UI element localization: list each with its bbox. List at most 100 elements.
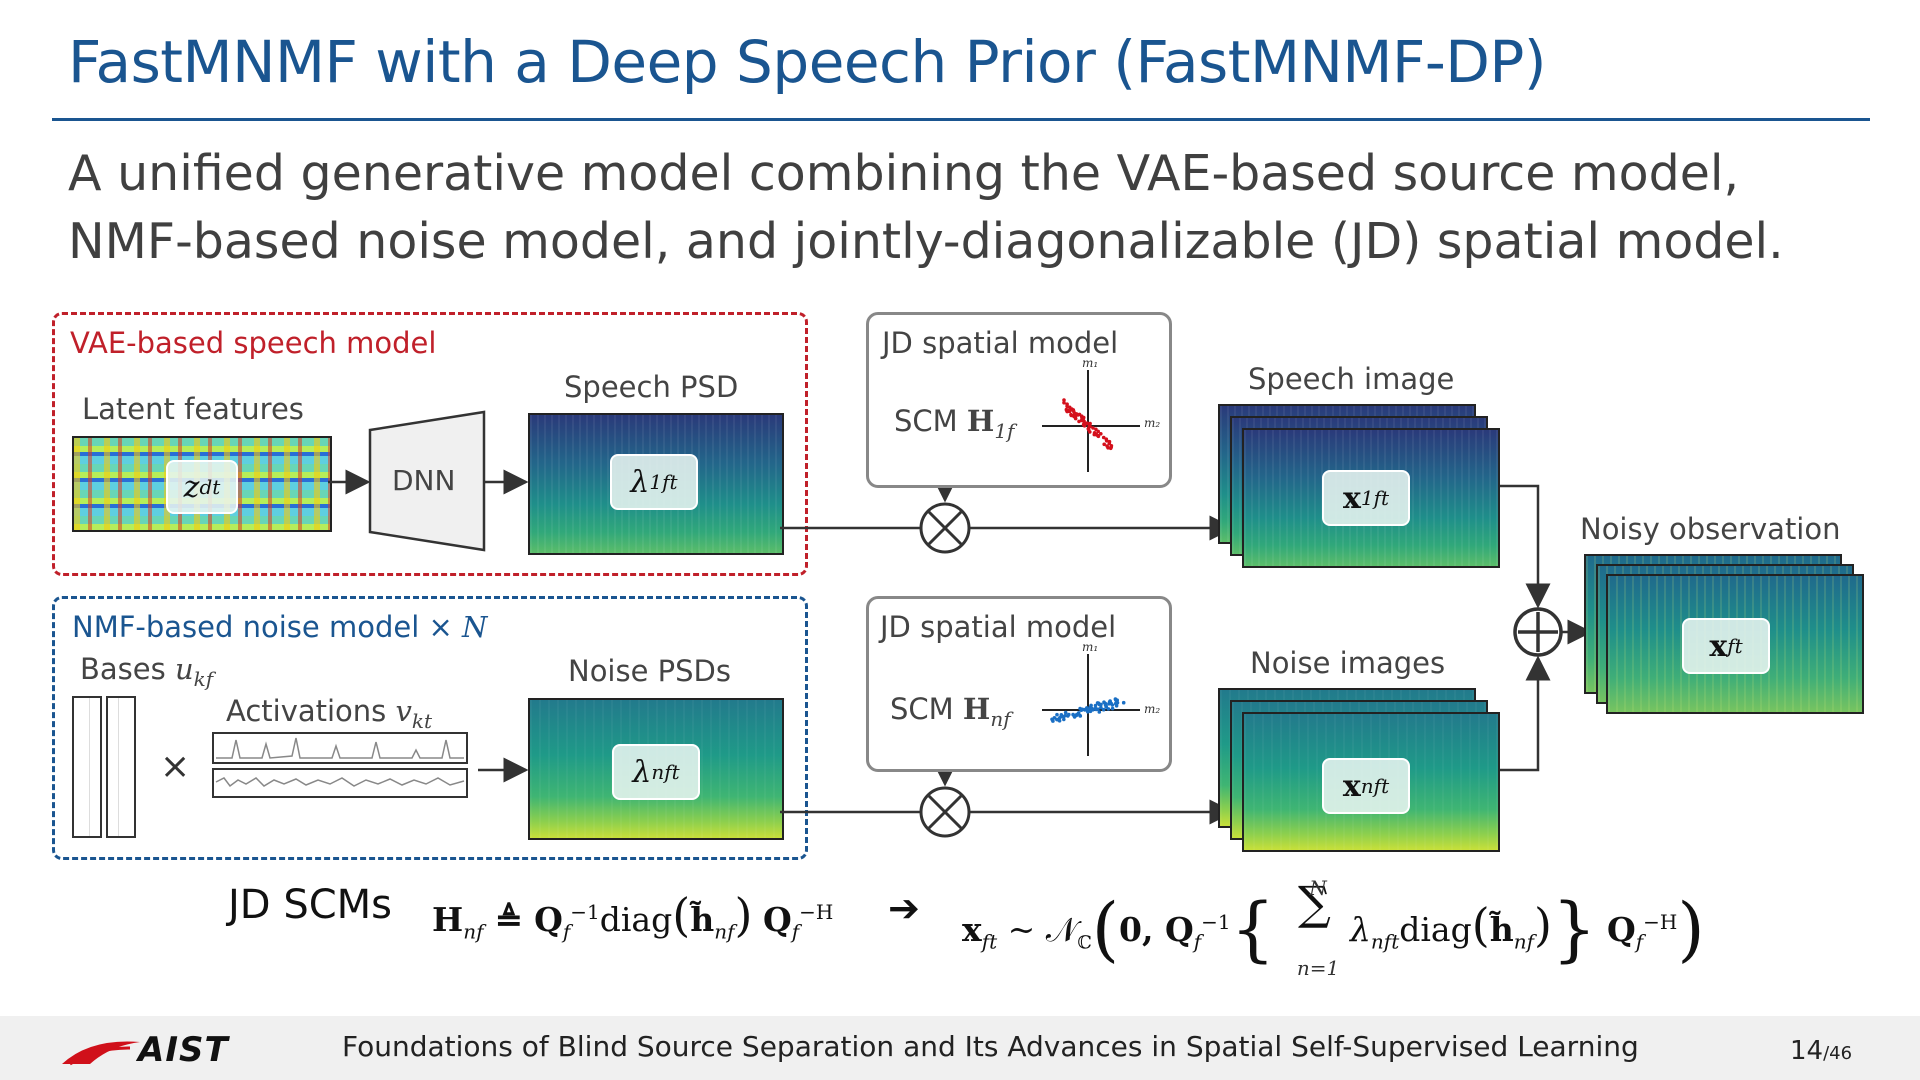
speech-model-box: [52, 312, 808, 576]
scatter-point: [1072, 715, 1077, 719]
scatter-point: [1072, 409, 1076, 414]
scatter-point: [1058, 716, 1062, 720]
scatter-point: [1093, 703, 1098, 708]
speech-image-symbol-sub: 1ft: [1360, 486, 1390, 510]
scatter-point: [1094, 432, 1099, 437]
page-number: 14/46: [1790, 1036, 1852, 1066]
scatter-point: [1064, 407, 1069, 412]
noise-image-symbol-main: x: [1342, 768, 1361, 804]
eq-x-sub: ft: [981, 929, 998, 954]
eq-q2-sub: f: [791, 919, 800, 944]
scatter-point: [1084, 421, 1089, 426]
scatter-point: [1055, 717, 1059, 722]
bases-label: Bases ukf: [80, 652, 213, 691]
scatter-point: [1121, 700, 1126, 705]
scatter-point: [1101, 707, 1106, 712]
equation-generative: xft ~ 𝒩ℂ(0, Qf−1{: [962, 888, 1276, 970]
eq-sum-bottom: n=1: [1296, 956, 1340, 980]
aist-logo-swoosh: [62, 1041, 140, 1066]
speech-model-label: VAE-based speech model: [70, 326, 437, 360]
spatial-bottom-scatter: [1042, 654, 1140, 756]
spatial-top-scm: SCM H1f: [894, 404, 1014, 443]
scatter-point: [1091, 426, 1095, 430]
times-symbol: ×: [160, 746, 191, 787]
latent-symbol-main: z: [183, 469, 200, 505]
speech-psd-symbol-sub: 1ft: [649, 470, 678, 494]
eq-def-sup: −1: [570, 900, 600, 924]
footer-text: Foundations of Blind Source Separation a…: [342, 1030, 1639, 1063]
bases-label-text: Bases: [80, 652, 175, 686]
page-total: /46: [1823, 1043, 1853, 1064]
basis-vector-1: [72, 696, 102, 838]
speech-image-label: Speech image: [1248, 362, 1455, 396]
scatter-point: [1062, 400, 1066, 405]
eq-lhs: H: [432, 900, 464, 939]
noise-model-label-text: NMF-based noise model ×: [72, 610, 462, 644]
noise-psd-symbol-main: λ: [632, 754, 652, 790]
scatter-point: [1073, 416, 1078, 421]
activation-row-2: [212, 768, 468, 798]
eq-h-tilde: h̃: [690, 900, 715, 939]
spatial-top-scm-symbol: H: [966, 404, 995, 438]
scatter-point: [1101, 435, 1106, 440]
activations-label: Activations vkt: [226, 694, 432, 733]
scatter-point: [1077, 412, 1082, 417]
page-title: FastMNMF with a Deep Speech Prior (FastM…: [68, 28, 1547, 96]
activation-row-1: [212, 732, 468, 764]
activations-sub: kt: [411, 708, 433, 733]
spatial-bottom-axis-y: m₁: [1082, 640, 1099, 654]
equation-sum-body: λnftdiag(h̃nf)} Qf−H): [1350, 888, 1705, 970]
noise-model-label: NMF-based noise model × N: [72, 610, 487, 644]
eq-q3-sub: f: [1635, 929, 1644, 954]
scatter-point: [1107, 439, 1112, 444]
eq-q2: Q: [762, 900, 792, 939]
footer-bar: [0, 1016, 1920, 1080]
noise-model-box: [52, 596, 808, 860]
scatter-point: [1078, 713, 1082, 718]
dnn-block: [368, 410, 486, 552]
equation-arrow: ➔: [888, 886, 920, 930]
scatter-point: [1096, 701, 1101, 705]
spatial-bottom-axis-x: m₂: [1144, 702, 1161, 716]
spatial-bottom-title: JD spatial model: [880, 610, 1117, 644]
observation-symbol-main: x: [1709, 628, 1728, 664]
noise-image-label: Noise images: [1250, 646, 1446, 680]
scatter-point: [1089, 703, 1093, 708]
eq-h2-tilde: h̃: [1489, 910, 1514, 949]
spatial-bottom-scm-symbol: H: [962, 692, 991, 726]
noise-image-symbol-sub: nft: [1360, 774, 1390, 798]
scatter-point: [1069, 413, 1073, 417]
scatter-point: [1051, 719, 1055, 723]
scatter-point: [1067, 405, 1072, 410]
eq-sum-top: N: [1309, 876, 1327, 900]
activations-symbol: v: [395, 694, 412, 728]
scatter-point: [1076, 711, 1081, 715]
scatter-point: [1086, 428, 1091, 432]
scatter-point: [1088, 421, 1092, 426]
spatial-bottom-scm-text: SCM: [890, 692, 963, 726]
scatter-point: [1105, 444, 1109, 448]
eq-diag2: diag: [1399, 910, 1472, 949]
scatter-point: [1097, 710, 1102, 714]
scatter-point: [1102, 442, 1106, 447]
scatter-point: [1079, 708, 1084, 712]
eq-zero-sub: f: [1193, 929, 1202, 954]
eq-h2-sub: nf: [1513, 929, 1534, 954]
spatial-model-bottom: [866, 596, 1172, 772]
spatial-top-scm-text: SCM: [894, 404, 967, 438]
scatter-point: [1067, 712, 1071, 717]
scatter-point: [1090, 706, 1094, 711]
scatter-point: [1110, 706, 1115, 711]
scatter-point: [1109, 445, 1113, 450]
speech-psd-symbol-main: λ: [630, 464, 650, 500]
bases-sub: kf: [193, 666, 214, 691]
scatter-point: [1102, 700, 1106, 704]
spatial-top-axis-x: m₂: [1144, 416, 1161, 430]
spatial-top-scm-sub: 1f: [994, 418, 1015, 443]
activations-label-text: Activations: [226, 694, 396, 728]
eq-zero: 0, Q: [1119, 910, 1194, 949]
aist-logo-text: AIST: [138, 1030, 229, 1070]
